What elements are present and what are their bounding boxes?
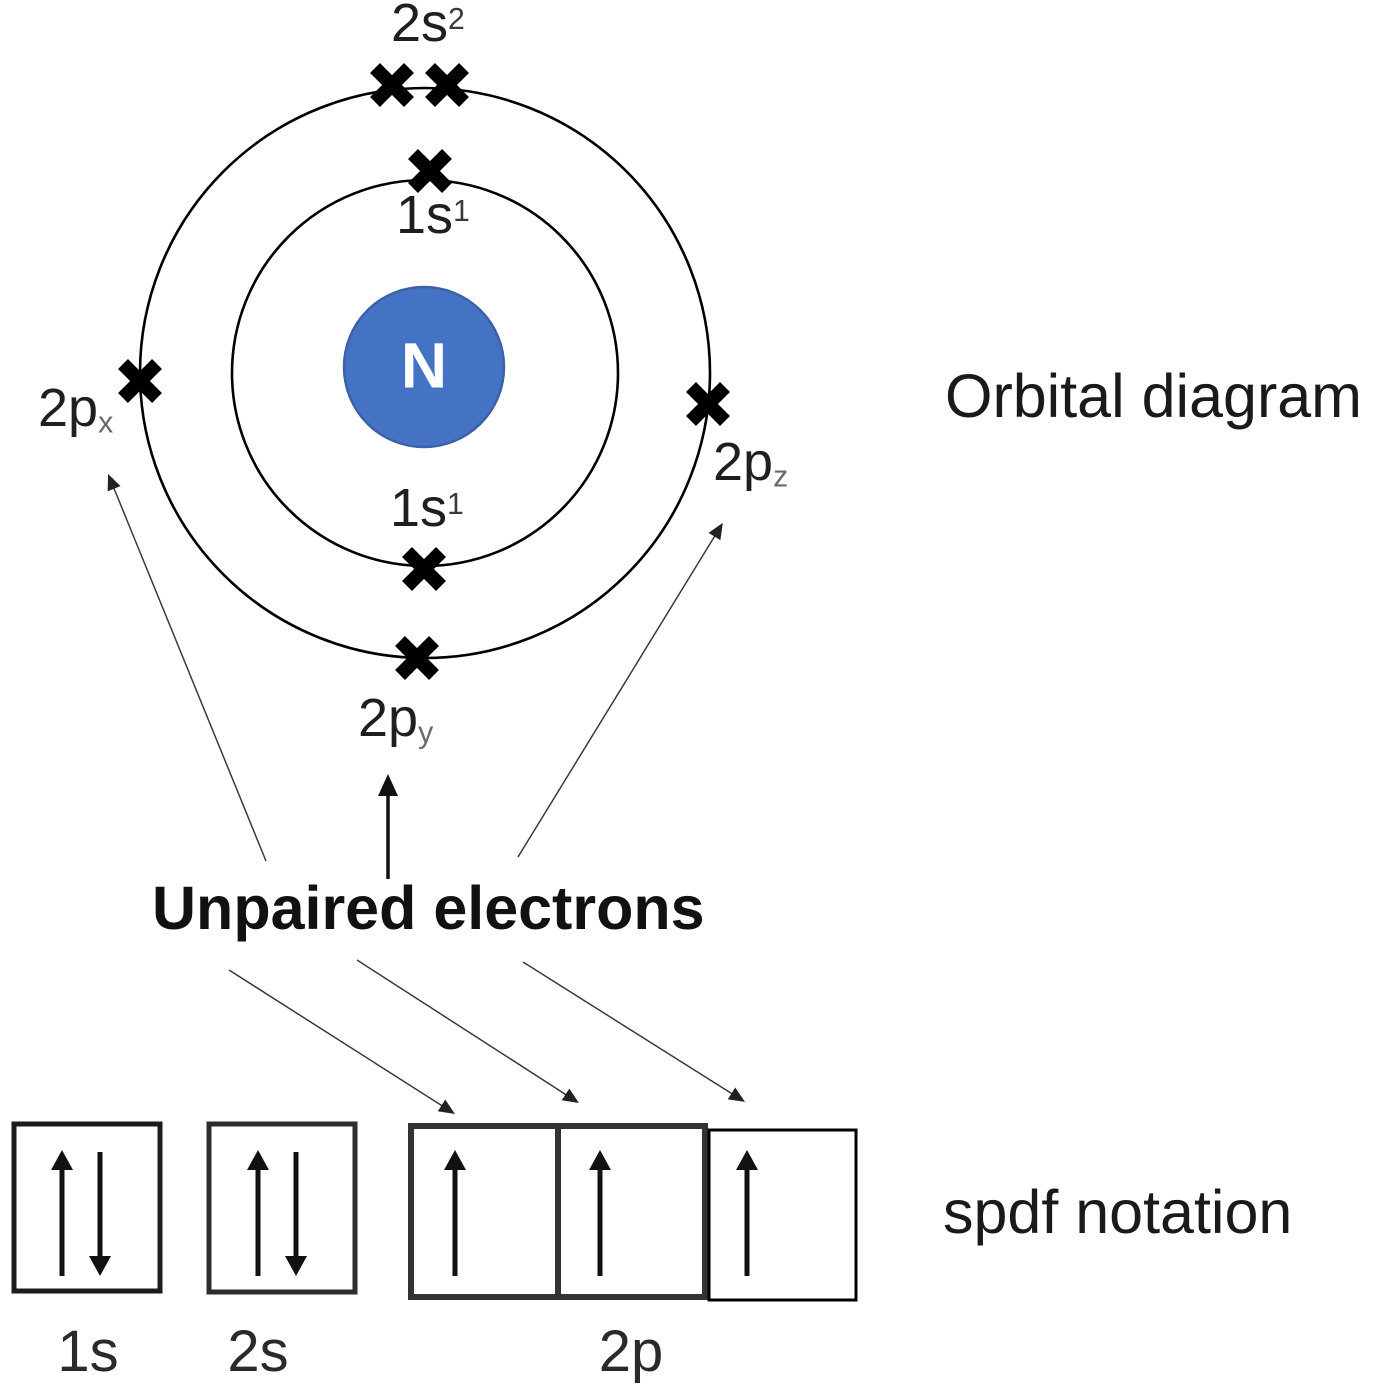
orbital-label-2pz: 2pz [713,432,789,494]
orbital-label-2px: 2px [38,378,114,440]
box-label-2p: 2p [598,1319,664,1384]
caption-orbital-diagram: Orbital diagram [945,362,1362,430]
shell-label-1s1-top: 1s1 [396,185,470,245]
shell-label-1s1-bottom: 1s1 [390,478,464,538]
arrow-unpaired-to-2p-box-3 [522,961,745,1102]
orbital-box-2p-3 [707,1128,858,1302]
electron-x-marker-1s-bottom [402,547,446,591]
orbital-box-1s [11,1121,163,1294]
orbital-label-2py: 2py [358,688,434,750]
electron-x-marker-2s-a [370,63,414,107]
caption-unpaired-electrons: Unpaired electrons [152,874,705,942]
electron-x-marker-2px [118,359,162,403]
orbital-box-2s [206,1121,358,1295]
electron-x-marker-2s-b [425,63,469,107]
electron-spin-arrows [51,1150,758,1276]
arrow-unpaired-to-2p-box-2 [356,959,579,1104]
nucleus-symbol: N [400,329,448,402]
electron-x-marker-2py [395,636,439,680]
electron-x-marker-2pz [686,382,730,426]
shell-label-2s2: 2s2 [391,0,465,53]
box-label-2s: 2s [227,1319,289,1384]
electron-x-marker-1s-top [408,149,452,193]
arrow-unpaired-to-2p-box-1 [228,969,455,1114]
arrow-unpaired-to-2px [107,473,267,862]
caption-spdf-notation: spdf notation [943,1178,1293,1246]
nucleus-circle [342,285,506,449]
orbital-box-2p-1 [408,1123,561,1300]
box-label-1s: 1s [57,1319,119,1384]
arrow-unpaired-to-2pz [517,522,723,858]
orbital-box-2p-2 [555,1123,708,1300]
